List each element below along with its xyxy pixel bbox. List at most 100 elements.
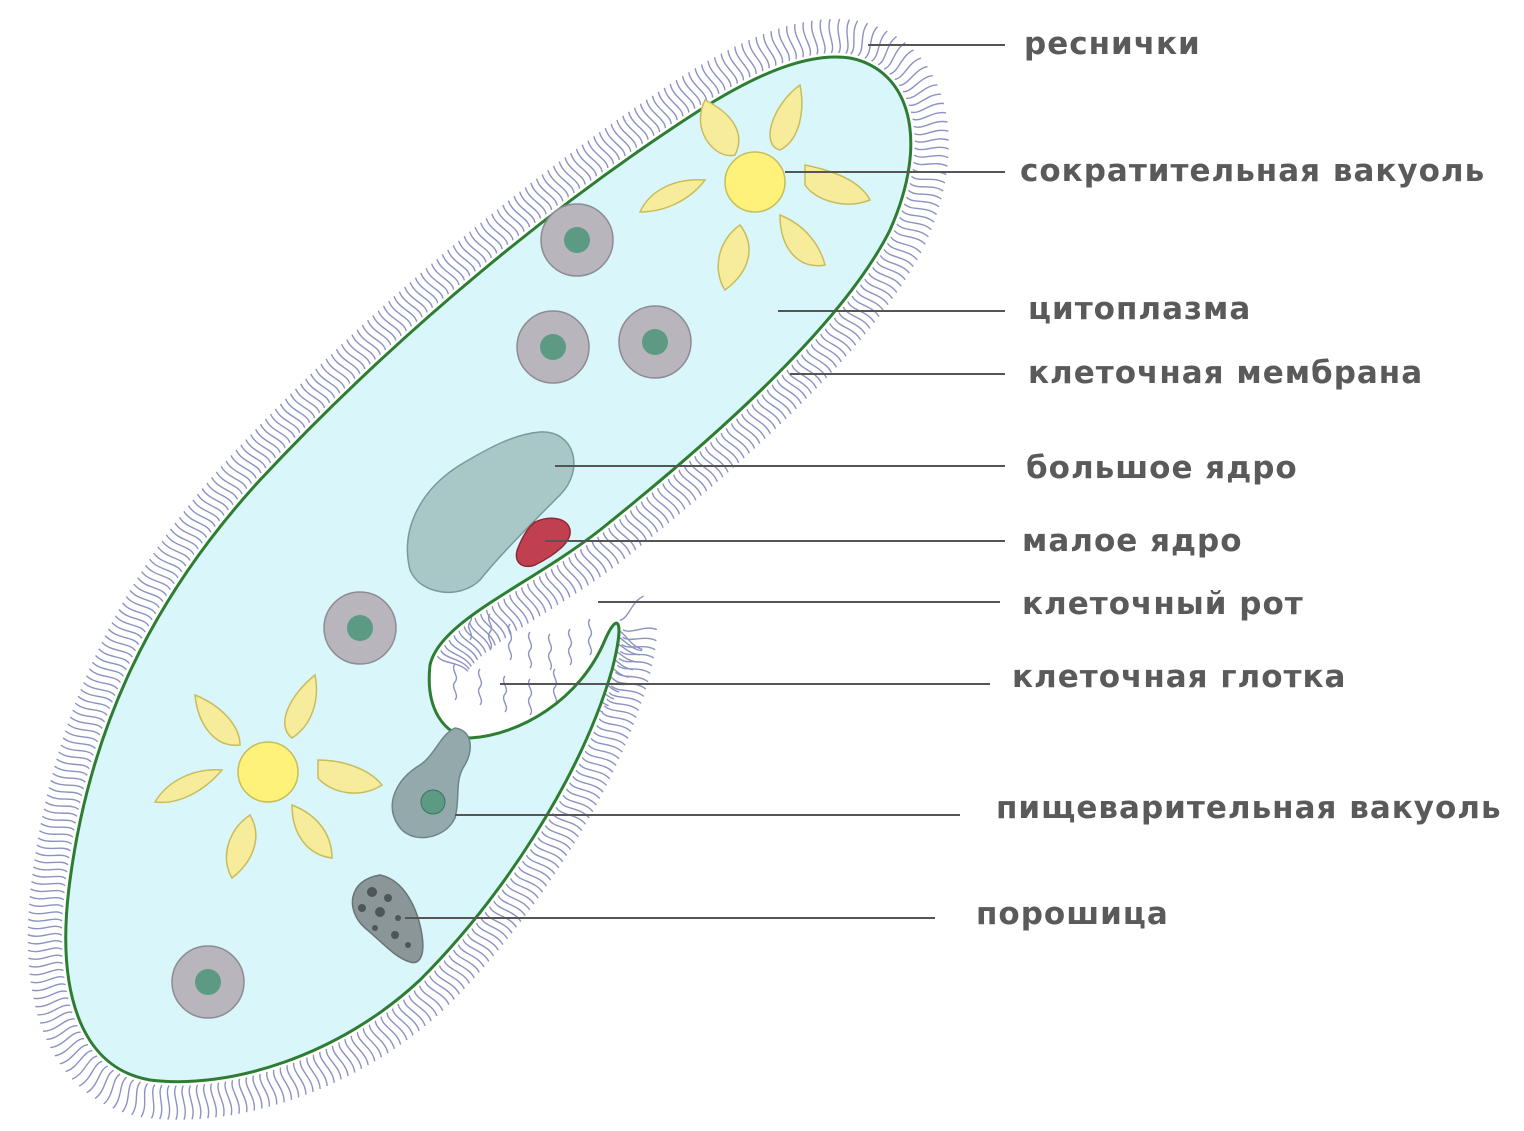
cilium	[620, 596, 644, 620]
cilium	[579, 764, 610, 779]
cilium	[895, 58, 921, 80]
food-vacuole	[541, 204, 613, 276]
cilium	[109, 629, 139, 645]
cilium	[79, 1061, 102, 1086]
cilium	[609, 692, 641, 703]
cilium	[182, 1086, 185, 1120]
label-cell-membrane: клеточная мембрана	[1028, 355, 1423, 391]
cilium	[619, 658, 652, 665]
cilium	[102, 642, 132, 657]
cilium	[530, 849, 558, 868]
cilium	[904, 204, 936, 215]
cilium	[239, 1079, 247, 1112]
cilium	[873, 267, 901, 286]
cilium	[554, 669, 557, 705]
cilium	[28, 955, 62, 959]
cilium	[846, 20, 850, 54]
cilium	[46, 1026, 77, 1040]
cilium	[527, 855, 555, 874]
cilium	[915, 130, 949, 134]
cilium	[218, 1083, 224, 1117]
label-cilia: реснички	[1024, 26, 1201, 62]
label-contractile-vacuole: сократительная вакуоль	[1020, 153, 1485, 189]
cilium	[903, 76, 933, 92]
cilium	[29, 912, 63, 914]
cilium	[721, 54, 737, 84]
label-cytoplasm: цитоплазма	[1028, 291, 1251, 327]
cilium	[509, 624, 512, 660]
cilium	[576, 770, 606, 785]
cilium	[884, 43, 905, 69]
cilium	[175, 1086, 178, 1120]
cilium	[357, 1032, 374, 1061]
cilium	[70, 717, 102, 729]
cilium	[189, 1085, 193, 1119]
cilium	[735, 47, 750, 78]
cilium	[838, 19, 840, 53]
label-cell-pharynx: клеточная глотка	[1012, 659, 1346, 695]
cilium	[728, 50, 743, 80]
cilium	[36, 853, 70, 858]
cilium	[563, 795, 593, 811]
cilium	[29, 962, 63, 967]
cilium	[34, 991, 67, 999]
cilium	[320, 1052, 334, 1083]
cilium	[138, 578, 167, 596]
cilium	[617, 665, 650, 673]
cilium	[35, 998, 68, 1007]
cilium	[479, 669, 482, 705]
cilium	[333, 1046, 348, 1076]
cilium	[899, 67, 927, 86]
cilium	[152, 1085, 155, 1119]
cilium	[50, 1032, 80, 1047]
cilium	[211, 1084, 217, 1118]
vacuole-center	[238, 742, 298, 802]
food-vacuole	[619, 306, 691, 378]
cilium	[820, 20, 825, 54]
cilium	[225, 1082, 232, 1116]
cilium	[538, 838, 567, 856]
cilium	[519, 867, 547, 886]
cilium	[529, 632, 532, 668]
cilium	[28, 934, 62, 937]
cilium	[851, 21, 858, 54]
cilium	[914, 121, 948, 127]
cilium	[300, 1060, 313, 1092]
cilium	[287, 1065, 299, 1097]
cilium	[43, 1019, 75, 1031]
cilium	[122, 1080, 133, 1112]
cilium	[523, 861, 551, 880]
cilium	[865, 27, 878, 59]
cilium	[126, 597, 155, 614]
cilium	[339, 1043, 355, 1073]
cilium	[112, 622, 142, 638]
cilium	[326, 1049, 341, 1080]
cilium	[582, 758, 613, 773]
cilium	[515, 873, 543, 893]
cilium	[910, 183, 943, 191]
cilium	[99, 649, 130, 664]
cilium	[912, 176, 945, 183]
cilium	[55, 766, 88, 775]
cilium	[28, 919, 62, 921]
cilium	[51, 781, 84, 790]
cilium	[63, 738, 95, 749]
cilium	[695, 68, 712, 97]
label-micronucleus: малое ядро	[1022, 523, 1243, 559]
cilium	[28, 948, 62, 952]
food-vacuole	[324, 592, 396, 664]
cilium	[33, 867, 67, 872]
food-vacuole	[172, 946, 244, 1018]
cilium	[167, 1086, 169, 1120]
cilium	[570, 783, 600, 799]
cilium	[130, 590, 159, 607]
cilium	[196, 1085, 200, 1119]
cilium	[30, 897, 64, 900]
cilium	[549, 634, 552, 670]
cilium	[914, 162, 948, 166]
cilium	[764, 34, 776, 66]
cilium	[44, 809, 77, 816]
cilium	[87, 1066, 108, 1093]
cilium	[771, 31, 782, 63]
